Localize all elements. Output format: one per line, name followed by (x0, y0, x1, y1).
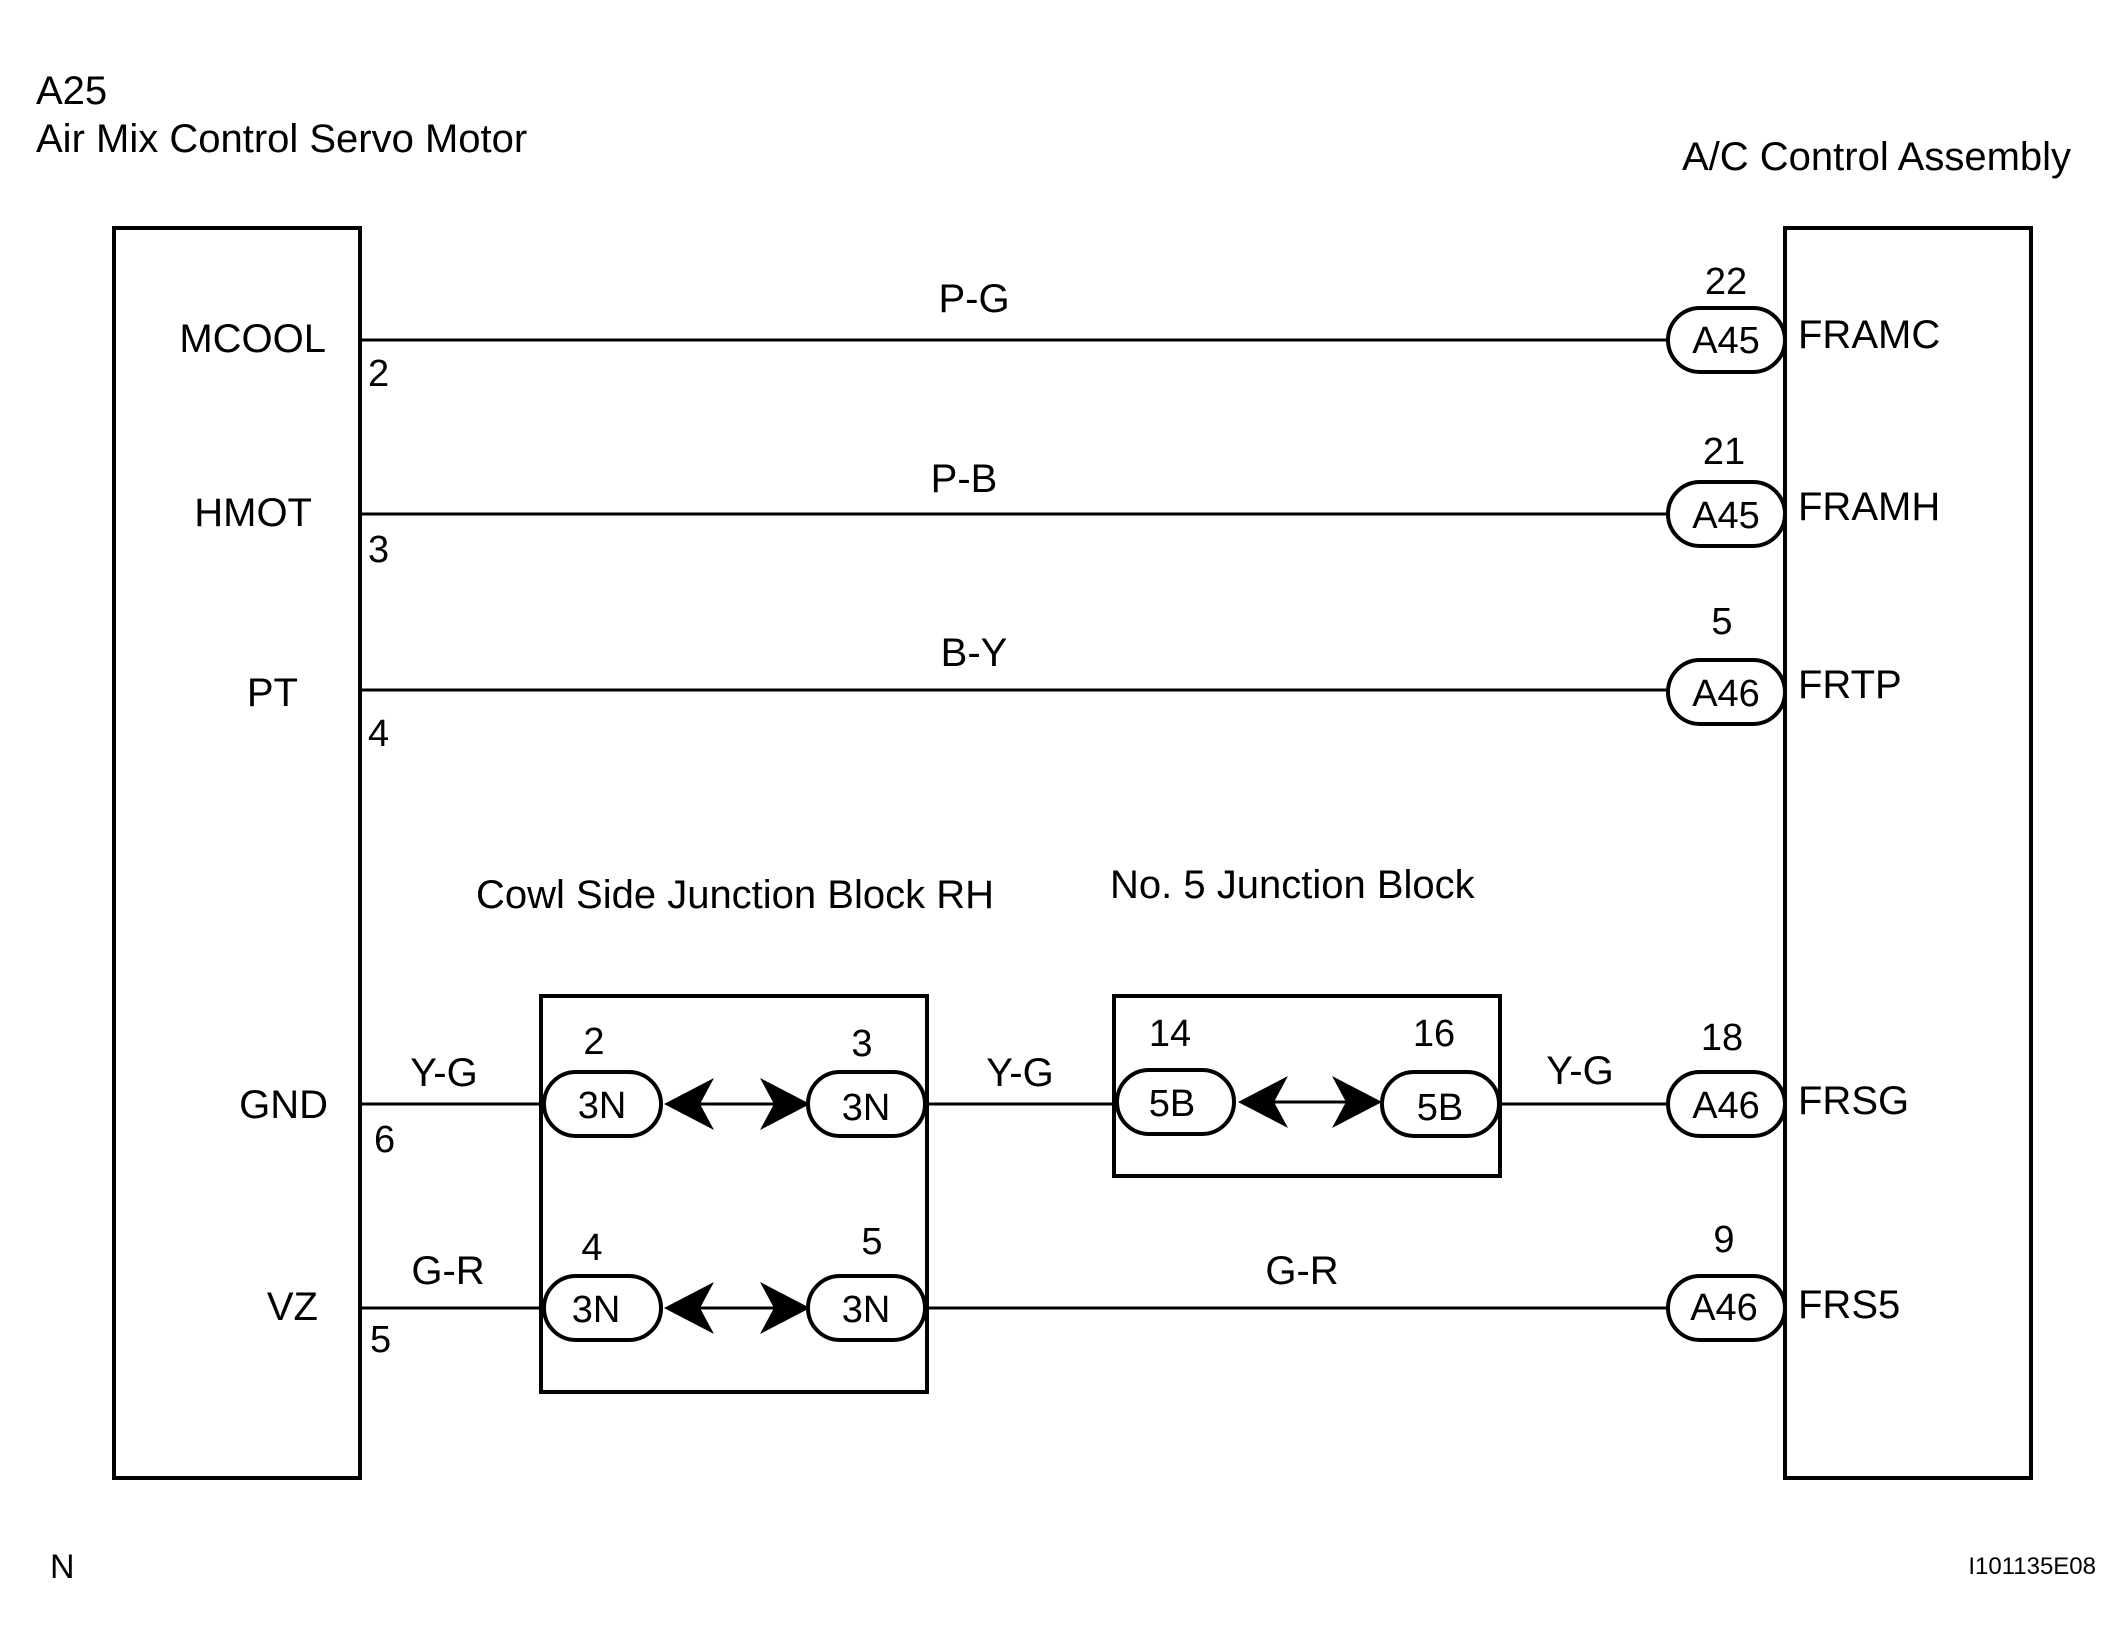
terminal-frs5-pin: 9 (1713, 1219, 1734, 1261)
connector-3n-gnd-in-label: 3N (578, 1085, 627, 1127)
connector-a46-frsg (1666, 1070, 1787, 1138)
servo-motor-box (112, 226, 362, 1480)
terminal-pt-label: PT (247, 671, 298, 715)
mating-arrow-left-icon (664, 1078, 714, 1130)
connector-3n-vz-out-label: 3N (842, 1289, 891, 1331)
terminal-frs5-label: FRS5 (1798, 1283, 1900, 1327)
cowl-junction-block-label: Cowl Side Junction Block RH (476, 873, 994, 917)
wire-gnd-mid-color: Y-G (986, 1051, 1053, 1095)
terminal-vz-pin: 5 (370, 1319, 391, 1361)
terminal-hmot-pin: 3 (368, 529, 389, 571)
cowl-vz-out-pin: 5 (861, 1221, 882, 1263)
terminal-framh-label: FRAMH (1798, 485, 1940, 529)
wire-vz-right-color: G-R (1265, 1249, 1338, 1293)
mating-arrow-left-icon (664, 1282, 714, 1334)
connector-3n-vz-in (542, 1274, 663, 1342)
cowl-vz-in-pin: 4 (581, 1227, 602, 1269)
connector-5b-gnd-out-label: 5B (1417, 1087, 1463, 1129)
connector-5b-gnd-in-label: 5B (1149, 1083, 1195, 1125)
cowl-gnd-in-pin: 2 (583, 1021, 604, 1063)
terminal-mcool-label: MCOOL (179, 317, 326, 361)
mating-arrow-right-icon (1332, 1076, 1382, 1128)
cowl-junction-block-box (539, 994, 929, 1394)
jb5-box (1112, 994, 1502, 1178)
wire-vz-left-color: G-R (411, 1249, 484, 1293)
terminal-gnd-pin: 6 (374, 1119, 395, 1161)
wire-mcool-color: P-G (938, 277, 1009, 321)
terminal-hmot-label: HMOT (194, 491, 312, 535)
connector-3n-gnd-in (542, 1070, 663, 1138)
mating-arrow-right-icon (760, 1282, 810, 1334)
terminal-frsg-pin: 18 (1701, 1017, 1743, 1059)
terminal-pt-pin: 4 (368, 713, 389, 755)
connector-a46-frs5 (1666, 1274, 1787, 1342)
connector-a46-frtp (1666, 658, 1787, 726)
terminal-framh-pin: 21 (1703, 431, 1745, 473)
connector-a45-framc (1666, 306, 1787, 374)
wire-gnd-right-color: Y-G (1546, 1049, 1613, 1093)
figure-id: I101135E08 (1968, 1553, 2096, 1580)
left-component-code: A25 (36, 69, 107, 113)
wire-gnd-left-color: Y-G (410, 1051, 477, 1095)
connector-a46-frsg-label: A46 (1692, 1085, 1760, 1127)
connector-3n-gnd-out-label: 3N (842, 1087, 891, 1129)
wire-hmot-color: P-B (931, 457, 998, 501)
terminal-gnd-label: GND (239, 1083, 328, 1127)
jb5-gnd-out-pin: 16 (1413, 1013, 1455, 1055)
connector-a46-frs5-label: A46 (1690, 1287, 1758, 1329)
mating-arrow-left-icon (1238, 1076, 1288, 1128)
terminal-frtp-pin: 5 (1711, 601, 1732, 643)
terminal-vz-label: VZ (267, 1285, 318, 1329)
connector-a46-frtp-label: A46 (1692, 673, 1760, 715)
connector-a45-framh (1666, 480, 1787, 548)
mating-arrow-right-icon (760, 1078, 810, 1130)
footer-mark: N (50, 1548, 75, 1586)
connector-3n-vz-in-label: 3N (572, 1289, 621, 1331)
connector-a45-framc-label: A45 (1692, 320, 1760, 362)
connector-5b-gnd-in (1115, 1068, 1236, 1136)
connector-a45-framh-label: A45 (1692, 495, 1760, 537)
ac-control-assembly-box (1783, 226, 2033, 1480)
terminal-frsg-label: FRSG (1798, 1079, 1909, 1123)
terminal-mcool-pin: 2 (368, 353, 389, 395)
terminal-framc-label: FRAMC (1798, 313, 1940, 357)
terminal-frtp-label: FRTP (1798, 663, 1902, 707)
cowl-gnd-out-pin: 3 (851, 1023, 872, 1065)
terminal-framc-pin: 22 (1705, 261, 1747, 303)
jb5-label: No. 5 Junction Block (1110, 863, 1476, 907)
wire-pt-color: B-Y (941, 631, 1008, 675)
right-component-name: A/C Control Assembly (1682, 135, 2071, 179)
jb5-gnd-in-pin: 14 (1149, 1013, 1191, 1055)
left-component-name: Air Mix Control Servo Motor (36, 117, 527, 161)
